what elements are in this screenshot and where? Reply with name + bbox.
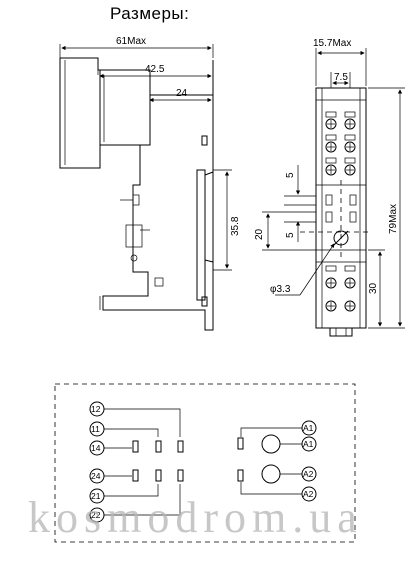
dim-hole: φ3.3 [270,284,291,295]
dim-5-a: 5 [285,172,296,178]
terminal-label-12: 12 [91,404,101,414]
terminal-label-24: 24 [91,471,101,481]
terminal-11 [89,421,105,437]
side-dimensions [59,44,232,271]
dim-24: 24 [176,88,188,99]
terminal-label-22: 22 [91,510,101,520]
dim-15-7max: 15.7Max [313,38,351,49]
dim-30: 30 [368,282,379,294]
terminal-label-a2-top: A2 [303,469,314,479]
watermark: kosmodrom.ua [28,493,363,542]
terminal-a1-bottom [301,436,317,452]
terminal-label-21: 21 [91,491,101,501]
left-terminals [89,401,105,523]
terminal-label-a2-bottom: A2 [303,489,314,499]
terminal-24 [89,468,105,484]
terminal-a1-top [301,420,317,436]
wiring-diagram [54,383,356,543]
front-dimensions [262,48,405,329]
dim-5-b: 5 [285,232,296,238]
dim-79max: 79Max [388,204,399,234]
terminal-12 [89,401,105,417]
terminal-14 [89,440,105,456]
terminal-label-a1-bottom: A1 [303,439,314,449]
dim-7-5: 7.5 [334,72,348,83]
dim-35-8: 35.8 [230,216,241,236]
right-terminals [301,420,317,502]
page-title: Размеры: [110,4,190,23]
terminal-label-a1-top: A1 [303,423,314,433]
terminal-a2-bottom [301,486,317,502]
terminal-22 [89,507,105,523]
terminal-label-14: 14 [91,443,101,453]
dim-42-5: 42.5 [145,64,165,75]
side-view [59,57,214,331]
dim-61max: 61Max [116,36,146,47]
terminal-a2-top [301,466,317,482]
terminal-21 [89,488,105,504]
dim-20: 20 [254,228,265,240]
terminal-label-11: 11 [91,424,100,434]
